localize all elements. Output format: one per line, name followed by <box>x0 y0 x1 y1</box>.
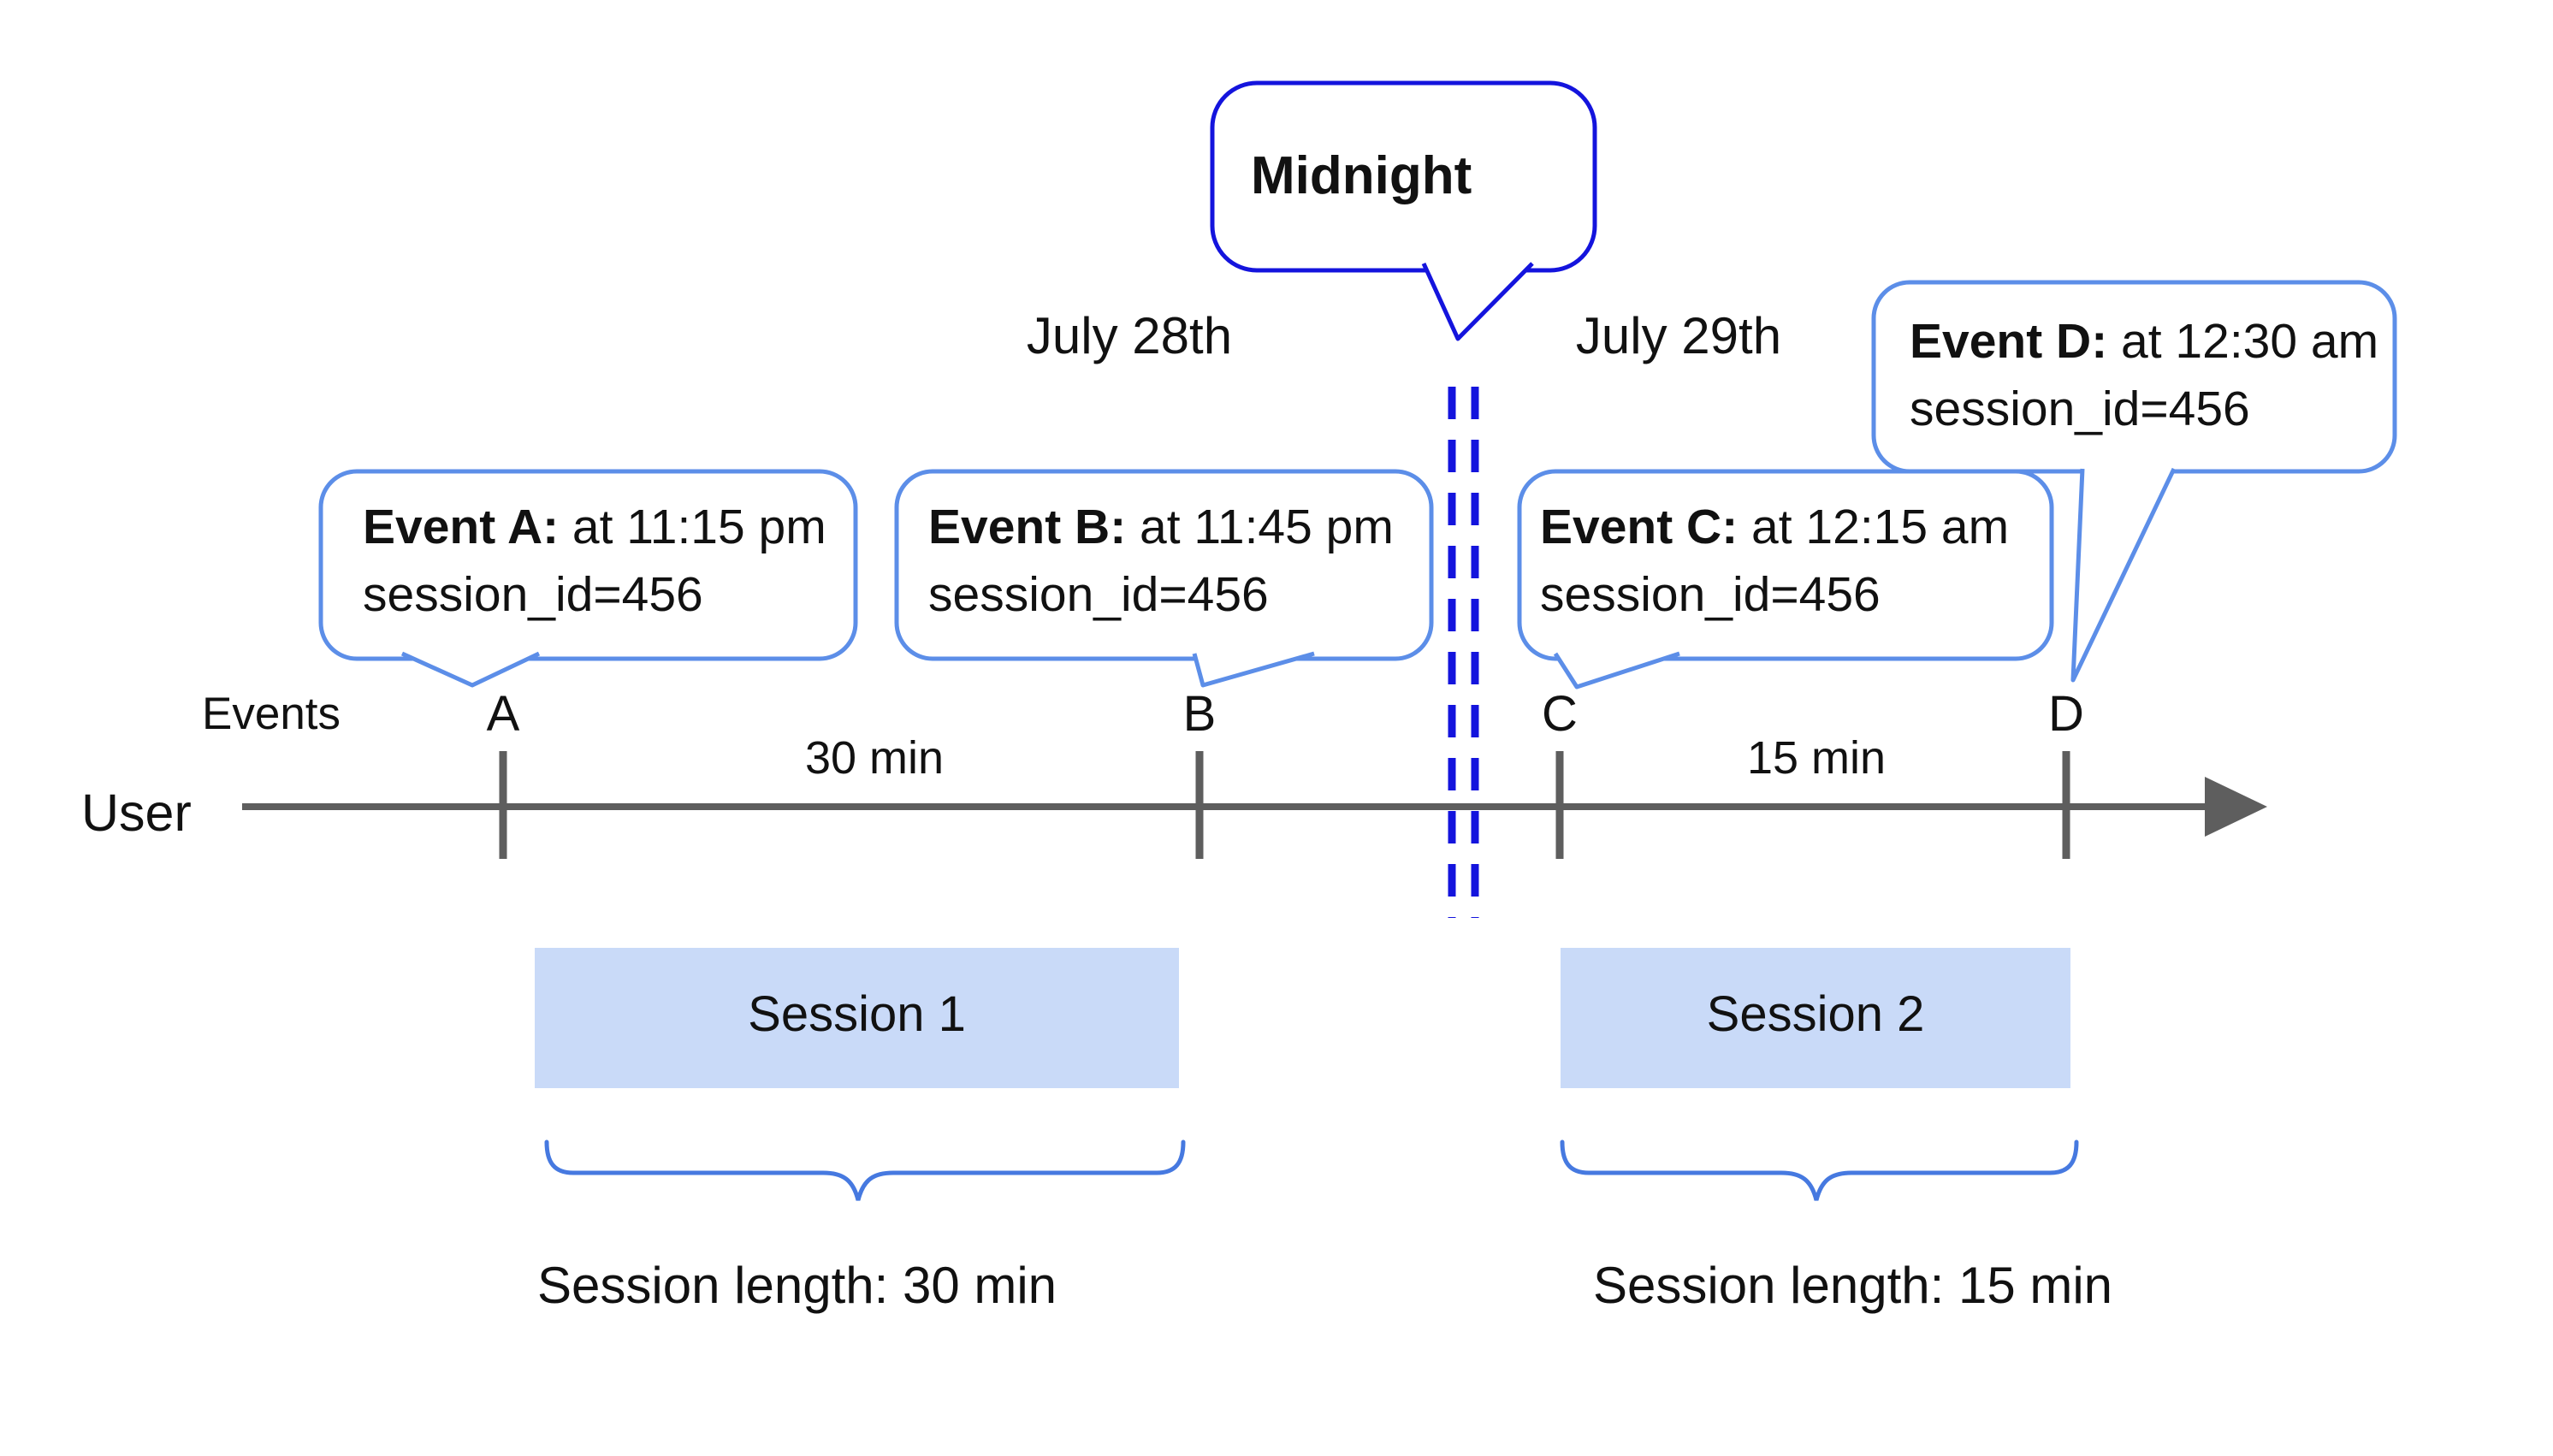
date-label-july-29: July 29th <box>1575 307 1782 364</box>
midnight-callout-tail <box>1421 262 1534 341</box>
event-a-line1: Event A: at 11:15 pm <box>363 500 826 554</box>
midnight-callout-bubble <box>1210 80 1597 273</box>
date-label-july-28: July 28th <box>1026 307 1233 364</box>
event-a-callout-bubble <box>318 469 858 661</box>
event-c-callout-bubble <box>1517 469 2054 661</box>
event-c-callout-text: Event C: at 12:15 am session_id=456 <box>1540 494 2009 629</box>
user-axis-label: User <box>81 784 192 842</box>
event-a-line2: session_id=456 <box>363 567 703 622</box>
session-1-box <box>535 948 1179 1088</box>
event-c-line2: session_id=456 <box>1540 567 1881 622</box>
event-b-line1: Event B: at 11:45 pm <box>928 500 1394 554</box>
event-d-line2: session_id=456 <box>1910 382 2250 436</box>
session-1-length-label: Session length: 30 min <box>537 1257 1057 1314</box>
event-letter-a: A <box>486 686 520 742</box>
event-b-callout-tail <box>1192 651 1315 688</box>
interval-label-15-min: 15 min <box>1746 732 1887 784</box>
event-letter-d: D <box>2048 686 2084 742</box>
session-2-length-label: Session length: 15 min <box>1593 1257 2113 1314</box>
event-c-callout-tail <box>1553 651 1680 690</box>
session-1-brace <box>544 1139 1186 1201</box>
event-d-callout-text: Event D: at 12:30 am session_id=456 <box>1910 308 2378 443</box>
event-b-callout-text: Event B: at 11:45 pm session_id=456 <box>928 494 1394 629</box>
midnight-label: Midnight <box>1251 146 1472 205</box>
session-1-label: Session 1 <box>748 986 966 1042</box>
session-2-box <box>1561 948 2070 1088</box>
event-b-line2: session_id=456 <box>928 567 1269 622</box>
events-axis-label: Events <box>202 689 341 739</box>
event-c-line1: Event C: at 12:15 am <box>1540 500 2010 554</box>
event-d-callout-tail <box>2070 467 2177 683</box>
interval-label-30-min: 30 min <box>804 732 945 784</box>
event-a-callout-text: Event A: at 11:15 pm session_id=456 <box>363 494 826 629</box>
timeline-arrowhead-icon <box>2205 777 2267 837</box>
session-2-label: Session 2 <box>1706 986 1925 1042</box>
event-a-callout-tail <box>400 651 541 688</box>
session-2-brace <box>1560 1139 2079 1201</box>
event-b-callout-bubble <box>894 469 1434 661</box>
event-d-line1: Event D: at 12:30 am <box>1910 314 2379 369</box>
event-letter-b: B <box>1182 686 1217 742</box>
event-letter-c: C <box>1542 686 1578 742</box>
